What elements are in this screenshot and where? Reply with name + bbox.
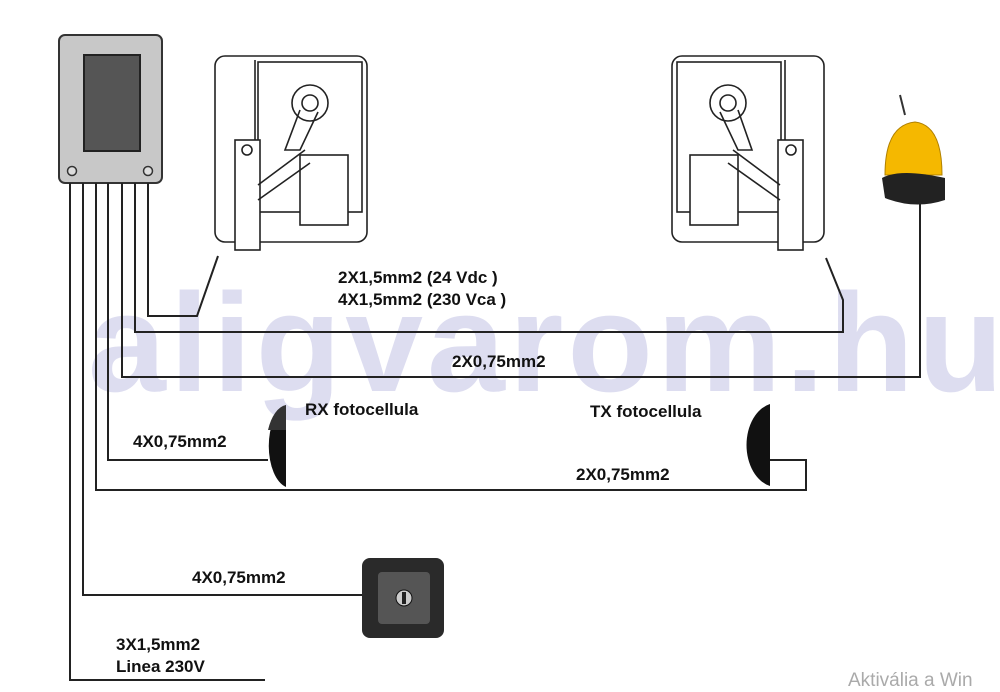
- photocell-tx: [746, 404, 770, 486]
- lamp-cable-label: 2X0,75mm2: [452, 352, 546, 371]
- key-switch-cable-label: 4X0,75mm2: [192, 568, 286, 587]
- wire-motor-1: [147, 183, 219, 317]
- rx-cable-label: 4X0,75mm2: [133, 432, 227, 451]
- windows-activation-overlay: Aktivália a Win: [848, 670, 973, 691]
- power-cable-label: 3X1,5mm2: [116, 635, 201, 654]
- wire-rx: [107, 183, 268, 461]
- photocell-rx: [268, 405, 286, 487]
- motor-cable-label-230v: 4X1,5mm2 (230 Vca ): [338, 290, 507, 309]
- key-switch: [362, 558, 444, 638]
- rx-photocell-label: RX fotocellula: [305, 400, 419, 419]
- wire-tx: [95, 183, 807, 491]
- control-unit: [58, 34, 163, 184]
- watermark: aligvarom.hu: [88, 264, 1000, 421]
- wires: [69, 183, 921, 681]
- wire-lamp: [121, 183, 921, 378]
- tx-cable-label: 2X0,75mm2: [576, 465, 670, 484]
- wire-motor-2: [134, 183, 844, 333]
- motor-left: [214, 55, 368, 251]
- motor-right: [671, 55, 825, 251]
- motor-cable-label-24v: 2X1,5mm2 (24 Vdc ): [338, 268, 498, 287]
- wire-key-switch: [82, 183, 362, 596]
- wire-power: [69, 183, 265, 681]
- tx-photocell-label: TX fotocellula: [590, 402, 702, 421]
- power-line-label: Linea 230V: [116, 657, 205, 676]
- flashing-lamp: [882, 94, 945, 205]
